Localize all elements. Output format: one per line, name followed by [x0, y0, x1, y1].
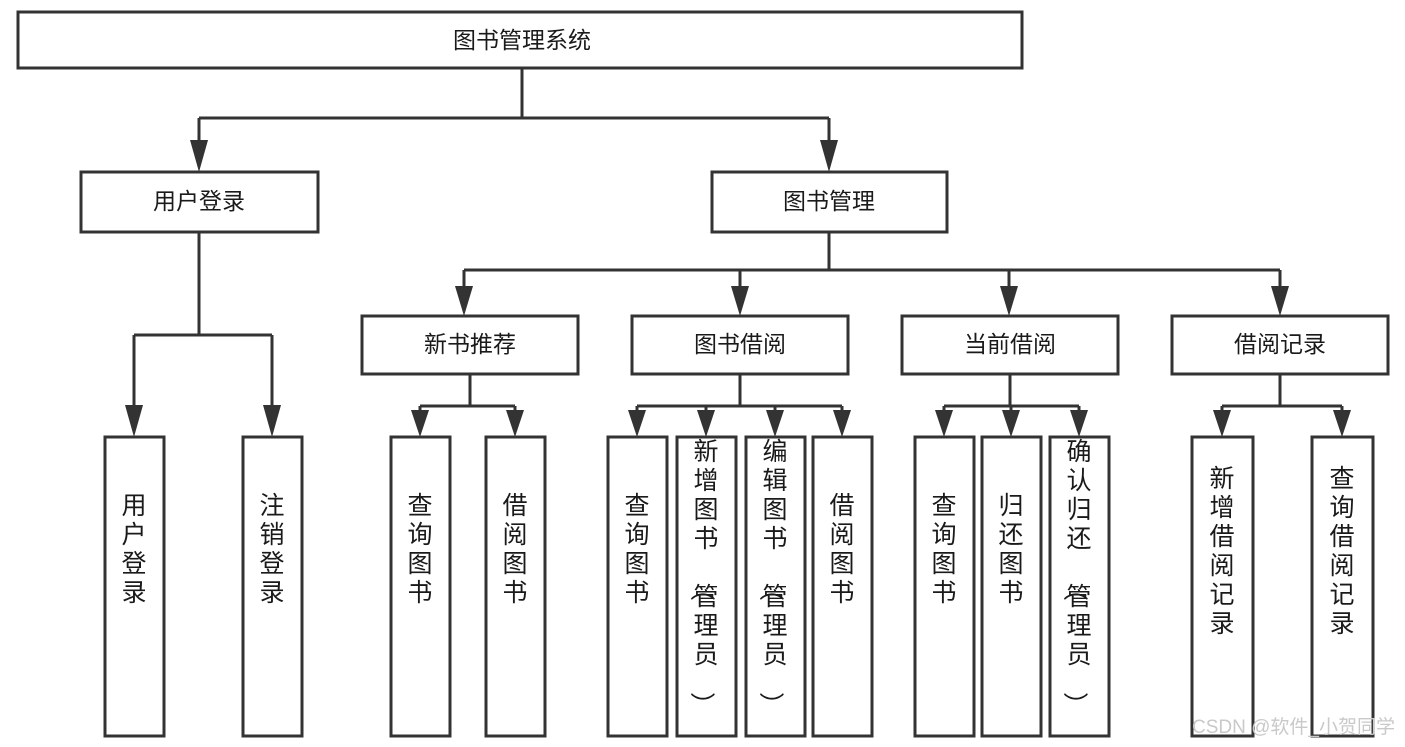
- node-leaf-borrow-book-1-box[interactable]: [484, 435, 547, 738]
- arrow-head-leaf-add-book: [697, 410, 715, 437]
- node-user-login-box[interactable]: [79, 170, 320, 234]
- node-leaf-query-book-1-box[interactable]: [389, 435, 452, 738]
- node-leaf-return-book[interactable]: 归还图书: [980, 435, 1043, 738]
- node-new-book-recommend-box[interactable]: [360, 314, 580, 376]
- node-leaf-add-book-label: 新增图书（管理员）: [687, 438, 718, 717]
- node-leaf-query-book-3-box[interactable]: [913, 435, 976, 738]
- arrow-head-leaf-user-login: [125, 405, 143, 437]
- node-book-borrow-box[interactable]: [630, 314, 850, 376]
- arrow-head-new-book-recommend: [455, 286, 473, 316]
- node-leaf-user-login-box[interactable]: [103, 435, 166, 738]
- node-leaf-query-book-1[interactable]: 查询图书: [389, 435, 452, 738]
- node-leaf-borrow-book-1-label: 借阅图书: [502, 492, 527, 607]
- arrow-head-leaf-add-record: [1213, 410, 1231, 437]
- node-leaf-confirm-return-box[interactable]: [1048, 435, 1111, 738]
- node-leaf-edit-book-label: 编辑图书（管理员）: [756, 438, 787, 717]
- arrow-head-book-borrow: [731, 286, 749, 316]
- node-leaf-user-login[interactable]: 用户登录: [103, 435, 166, 738]
- node-leaf-query-book-2-label: 查询图书: [624, 492, 649, 607]
- node-current-borrow-label: 当前借阅: [964, 331, 1056, 357]
- arrow-head-leaf-query-record: [1333, 410, 1351, 437]
- arrow-head-leaf-query-book-2: [628, 410, 646, 437]
- arrow-head-leaf-edit-book: [766, 410, 784, 437]
- node-leaf-query-record-label: 查询借阅记录: [1329, 465, 1354, 638]
- connector-layer: [125, 68, 1351, 437]
- node-root-box[interactable]: [16, 10, 1024, 70]
- arrow-head-leaf-query-book-3: [935, 410, 953, 437]
- node-leaf-query-book-2[interactable]: 查询图书: [606, 435, 669, 738]
- node-borrow-record-box[interactable]: [1170, 314, 1390, 376]
- node-leaf-user-login-label: 用户登录: [121, 492, 146, 607]
- node-leaf-add-record[interactable]: 新增借阅记录: [1190, 435, 1255, 738]
- node-leaf-borrow-book-2-box[interactable]: [811, 435, 874, 738]
- arrow-head-leaf-borrow-book-1: [506, 410, 524, 437]
- node-borrow-record[interactable]: 借阅记录: [1170, 314, 1390, 376]
- arrow-head-current-borrow: [1000, 286, 1018, 316]
- node-leaf-borrow-book-2-label: 借阅图书: [829, 492, 854, 607]
- csdn-watermark: CSDN @软件_小贺同学: [1192, 716, 1395, 738]
- node-leaf-confirm-return[interactable]: 确认归还（管理员）: [1048, 435, 1111, 738]
- node-leaf-return-book-label: 归还图书: [998, 492, 1023, 607]
- node-leaf-edit-book[interactable]: 编辑图书（管理员）: [744, 435, 807, 738]
- node-leaf-confirm-return-label: 确认归还（管理员）: [1060, 438, 1091, 717]
- node-leaf-borrow-book-1[interactable]: 借阅图书: [484, 435, 547, 738]
- node-book-management-label: 图书管理: [783, 188, 875, 214]
- arrow-head-leaf-logout: [263, 405, 281, 437]
- arrow-head-book-management: [820, 140, 838, 172]
- node-book-borrow[interactable]: 图书借阅: [630, 314, 850, 376]
- node-leaf-query-book-2-box[interactable]: [606, 435, 669, 738]
- node-leaf-borrow-book-2[interactable]: 借阅图书: [811, 435, 874, 738]
- arrow-head-leaf-confirm-return: [1070, 410, 1088, 437]
- node-leaf-query-book-3[interactable]: 查询图书: [913, 435, 976, 738]
- node-new-book-recommend-label: 新书推荐: [424, 331, 516, 357]
- node-book-borrow-label: 图书借阅: [694, 331, 786, 357]
- node-root-label: 图书管理系统: [453, 27, 591, 53]
- node-leaf-query-record-box[interactable]: [1310, 435, 1375, 738]
- node-root[interactable]: 图书管理系统: [16, 10, 1024, 70]
- arrow-head-user-login: [190, 140, 208, 172]
- node-borrow-record-label: 借阅记录: [1234, 331, 1326, 357]
- node-user-login-label: 用户登录: [153, 188, 245, 214]
- node-leaf-query-book-3-label: 查询图书: [931, 492, 956, 607]
- node-leaf-logout[interactable]: 注销登录: [241, 435, 304, 738]
- node-book-management-box[interactable]: [710, 170, 949, 234]
- node-leaf-add-record-box[interactable]: [1190, 435, 1255, 738]
- node-new-book-recommend[interactable]: 新书推荐: [360, 314, 580, 376]
- node-leaf-logout-box[interactable]: [241, 435, 304, 738]
- node-leaf-add-book[interactable]: 新增图书（管理员）: [675, 435, 738, 738]
- arrow-head-leaf-borrow-book-2: [833, 410, 851, 437]
- node-leaf-add-book-box[interactable]: [675, 435, 738, 738]
- node-user-login[interactable]: 用户登录: [79, 170, 320, 234]
- arrow-head-leaf-return-book: [1002, 410, 1020, 437]
- arrow-head-leaf-query-book-1: [411, 410, 429, 437]
- node-current-borrow[interactable]: 当前借阅: [900, 314, 1120, 376]
- arrow-head-borrow-record: [1271, 286, 1289, 316]
- node-leaf-edit-book-box[interactable]: [744, 435, 807, 738]
- node-book-management[interactable]: 图书管理: [710, 170, 949, 234]
- node-leaf-return-book-box[interactable]: [980, 435, 1043, 738]
- node-leaf-query-book-1-label: 查询图书: [407, 492, 432, 607]
- node-leaf-query-record[interactable]: 查询借阅记录: [1310, 435, 1375, 738]
- node-current-borrow-box[interactable]: [900, 314, 1120, 376]
- node-leaf-logout-label: 注销登录: [259, 492, 284, 607]
- node-leaf-add-record-label: 新增借阅记录: [1209, 465, 1234, 638]
